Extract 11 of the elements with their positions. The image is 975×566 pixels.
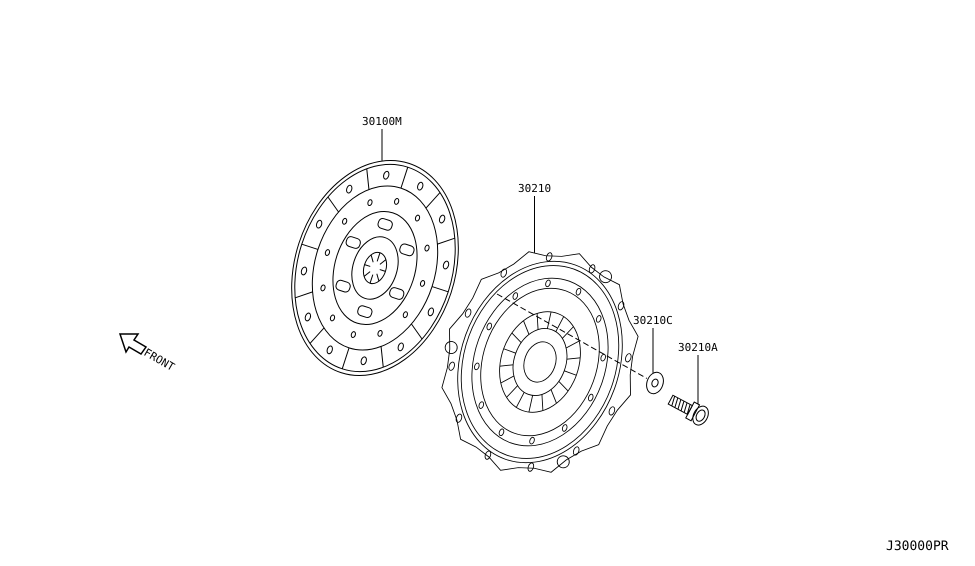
part-number: 30210A (678, 341, 718, 354)
leader-line (652, 328, 654, 374)
part-number: 30210C (633, 314, 673, 327)
clutch-disc-drawing (291, 160, 459, 376)
leader-line (534, 196, 535, 254)
washer-drawing (646, 372, 664, 394)
part-number: 30100M (362, 115, 402, 128)
part-number: 30210 (518, 182, 552, 195)
dashed-alignment-line (496, 294, 648, 379)
drawing-code: J30000PR (886, 540, 949, 553)
bolt-drawing (668, 394, 709, 426)
